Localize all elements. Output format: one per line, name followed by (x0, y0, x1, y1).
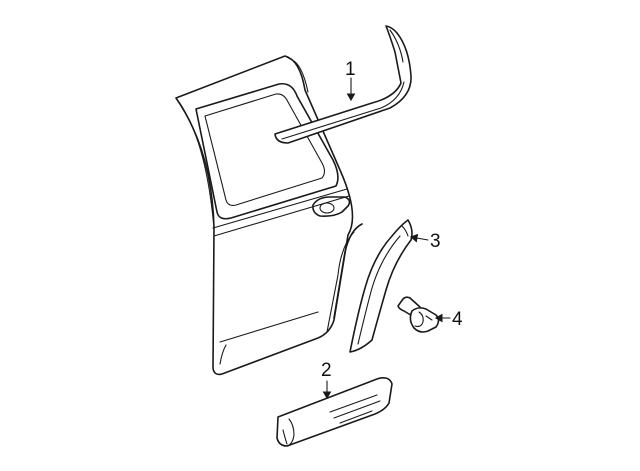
window-molding-part-1 (274, 25, 412, 144)
callout-2: 2 (321, 360, 332, 381)
body-side-molding-part-2 (276, 377, 393, 447)
leader-3 (409, 233, 429, 243)
bolt-part-4 (397, 296, 440, 333)
callout-3: 3 (430, 231, 441, 252)
callout-1: 1 (345, 59, 356, 80)
callout-4: 4 (452, 309, 463, 330)
wheel-molding-part-3 (349, 219, 413, 353)
callout-leaders (322, 77, 451, 400)
rear-door-panel (175, 55, 363, 376)
